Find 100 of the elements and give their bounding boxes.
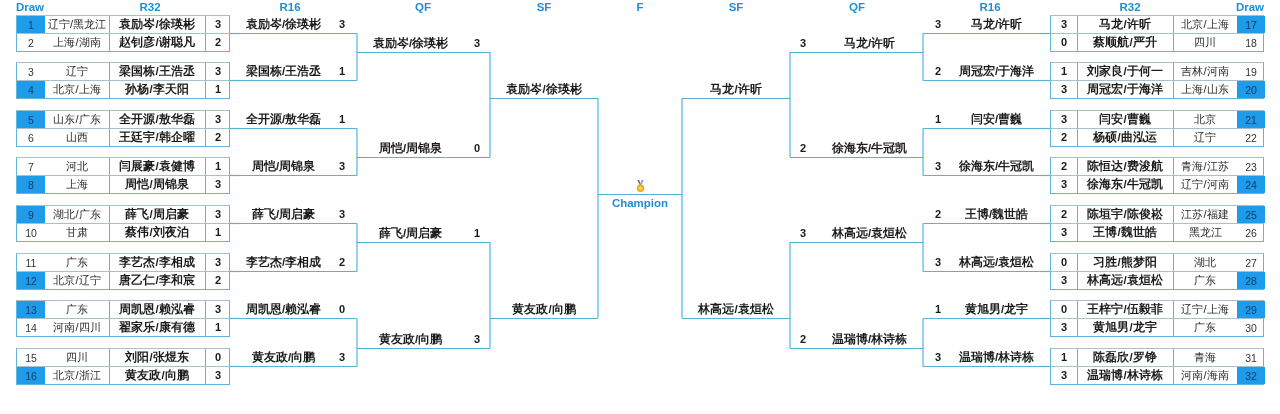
bracket-line — [489, 97, 491, 158]
region-label: 北京/浙江 — [53, 369, 101, 382]
match-score: 0 — [1060, 303, 1068, 316]
bracket-line — [489, 51, 491, 99]
draw-number: 17 — [1237, 16, 1265, 33]
match-score: 3 — [934, 256, 942, 269]
round-header: R16 — [979, 0, 1001, 14]
match-score: 3 — [934, 351, 942, 364]
match-score: 0 — [1060, 256, 1068, 269]
player-names: 周冠宏/于海洋 — [1087, 83, 1163, 96]
bracket-slot — [240, 349, 357, 367]
bracket-slot — [923, 349, 1040, 367]
player-names: 王廷宇/韩企曜 — [119, 131, 195, 144]
player-names: 陈垣宇/陈俊崧 — [1087, 208, 1163, 221]
bracket-line — [789, 317, 791, 349]
region-label: 湖北 — [1194, 256, 1216, 269]
draw-number: 9 — [17, 206, 45, 223]
region-label: 上海/湖南 — [53, 36, 101, 49]
match-row — [1050, 318, 1264, 337]
round-header: SF — [728, 0, 744, 14]
draw-number: 7 — [28, 160, 34, 173]
match-score: 2 — [934, 208, 942, 221]
region-label: 吉林/河南 — [1181, 65, 1229, 78]
match-row — [16, 33, 230, 52]
player-names: 黄友政/向鹏 — [378, 332, 443, 346]
region-label: 河北 — [66, 160, 88, 173]
bracket-slot — [790, 139, 923, 158]
player-names: 温瑞博/林诗栋 — [1087, 369, 1163, 382]
player-names: 陈磊欣/罗铮 — [1093, 351, 1157, 364]
bracket-slot — [790, 224, 923, 243]
match-score: 3 — [1060, 18, 1068, 31]
bracket-line — [356, 347, 358, 368]
player-names: 王梓宁/伍毅菲 — [1087, 303, 1163, 316]
player-names: 温瑞博/林诗栋 — [958, 351, 1035, 364]
player-names: 周恺/周锦泉 — [378, 141, 443, 155]
player-names: 刘家良/于何一 — [1087, 65, 1163, 78]
draw-number: 5 — [17, 111, 45, 128]
match-row — [1050, 80, 1264, 99]
player-names: 薛飞/周启豪 — [251, 208, 316, 221]
match-row — [1050, 223, 1264, 242]
match-score: 3 — [338, 208, 346, 221]
bracket-slot — [490, 80, 598, 99]
bracket-slot — [357, 330, 490, 349]
draw-number: 2 — [28, 36, 34, 49]
region-label: 北京/辽宁 — [53, 274, 101, 287]
region-label: 北京 — [1194, 113, 1216, 126]
region-label: 青海 — [1194, 351, 1216, 364]
player-names: 周凯恩/赖泓睿 — [119, 303, 195, 316]
bracket-line — [922, 156, 924, 177]
region-label: 山东/广东 — [53, 113, 101, 126]
bracket-slot — [923, 63, 1040, 81]
player-names: 马龙/许昕 — [710, 82, 762, 96]
draw-number: 16 — [17, 367, 45, 384]
player-names: 袁励岑/徐瑛彬 — [245, 18, 322, 31]
round-header: Draw — [1235, 0, 1265, 14]
region-label: 上海/山东 — [1181, 83, 1229, 96]
match-score: 3 — [1060, 274, 1068, 287]
match-score: 2 — [799, 141, 807, 155]
region-label: 广东 — [1194, 274, 1216, 287]
bracket-slot — [357, 34, 490, 53]
match-row — [16, 80, 230, 99]
player-names: 全开源/敖华磊 — [245, 113, 322, 126]
bracket-line — [789, 97, 791, 158]
match-score: 1 — [214, 321, 222, 334]
match-score: 3 — [338, 351, 346, 364]
match-row — [1050, 366, 1264, 385]
player-names: 全开源/敖华磊 — [119, 113, 195, 126]
match-score: 3 — [1060, 178, 1068, 191]
player-names: 黄友政/向鹏 — [125, 369, 189, 382]
round-header: QF — [415, 0, 431, 14]
player-names: 周凯恩/赖泓睿 — [245, 303, 322, 316]
region-label: 湖北/广东 — [53, 208, 101, 221]
draw-number: 14 — [25, 321, 37, 334]
bracket-line — [922, 127, 924, 158]
match-score: 1 — [1060, 65, 1068, 78]
player-names: 袁励岑/徐瑛彬 — [506, 82, 582, 96]
draw-number: 32 — [1237, 367, 1265, 384]
match-score: 3 — [934, 160, 942, 173]
bracket-line — [681, 97, 683, 195]
round-header: QF — [849, 0, 865, 14]
match-score: 3 — [214, 208, 222, 221]
player-names: 徐海东/牛冠凯 — [958, 160, 1035, 173]
bracket-line — [922, 32, 924, 53]
bracket-line — [356, 317, 358, 349]
match-score: 3 — [799, 36, 807, 50]
bracket-line — [356, 32, 358, 53]
draw-number: 19 — [1245, 65, 1257, 78]
match-score: 3 — [338, 160, 346, 173]
match-row — [16, 318, 230, 337]
match-score: 0 — [338, 303, 346, 316]
region-label: 四川 — [66, 351, 88, 364]
match-score: 2 — [214, 131, 222, 144]
match-score: 2 — [214, 274, 222, 287]
region-label: 上海 — [66, 178, 88, 191]
match-score: 0 — [1060, 36, 1068, 49]
bracket-slot — [682, 80, 790, 99]
match-row — [16, 366, 230, 385]
bracket-slot — [923, 206, 1040, 224]
bracket-line — [356, 241, 358, 273]
draw-number: 28 — [1237, 272, 1265, 289]
